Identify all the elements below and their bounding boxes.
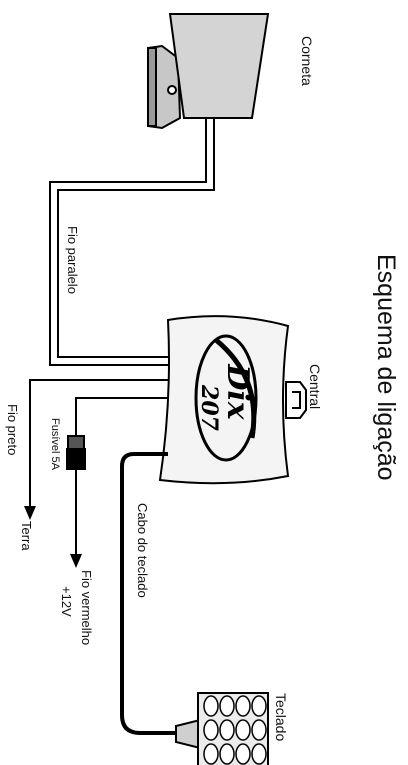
diagram-title: Esquema de ligação [372, 254, 400, 481]
logo-text-top: Dix [220, 363, 255, 420]
parallel-wire-label: Fio paralelo [65, 226, 80, 294]
ground-arrow-icon [24, 506, 36, 520]
keypad-label: Teclado [273, 693, 289, 741]
black-wire [29, 379, 168, 508]
central-label: Central [307, 364, 323, 409]
fuse [66, 435, 86, 470]
horn-body [168, 13, 270, 119]
central-mount-tab [285, 381, 307, 419]
keypad-connector [175, 718, 201, 750]
red-wire-label-line1: Fio vermelho [79, 570, 94, 645]
dix-logo: Dix 207 [194, 334, 258, 462]
parallel-wire [49, 118, 215, 366]
red-wire-label-line2: +12V [59, 586, 74, 617]
fuse-label: Fusível 5A [49, 418, 61, 471]
horn-bolt-icon [167, 85, 177, 95]
horn-label: Corneta [299, 36, 315, 86]
plus12v-arrow-icon [70, 554, 82, 568]
horn [147, 13, 270, 130]
red-wire [75, 397, 168, 556]
logo-text-bottom: 207 [196, 384, 222, 432]
keypad-cable [120, 452, 178, 735]
keypad [197, 692, 269, 765]
ground-label: Terra [19, 521, 34, 551]
central-body [158, 315, 290, 485]
keypad-cable-label: Cabo do teclado [135, 503, 150, 598]
central-unit: Dix 207 [158, 315, 307, 485]
keypad-keys [203, 695, 267, 765]
black-wire-label: Fio preto [5, 404, 20, 455]
